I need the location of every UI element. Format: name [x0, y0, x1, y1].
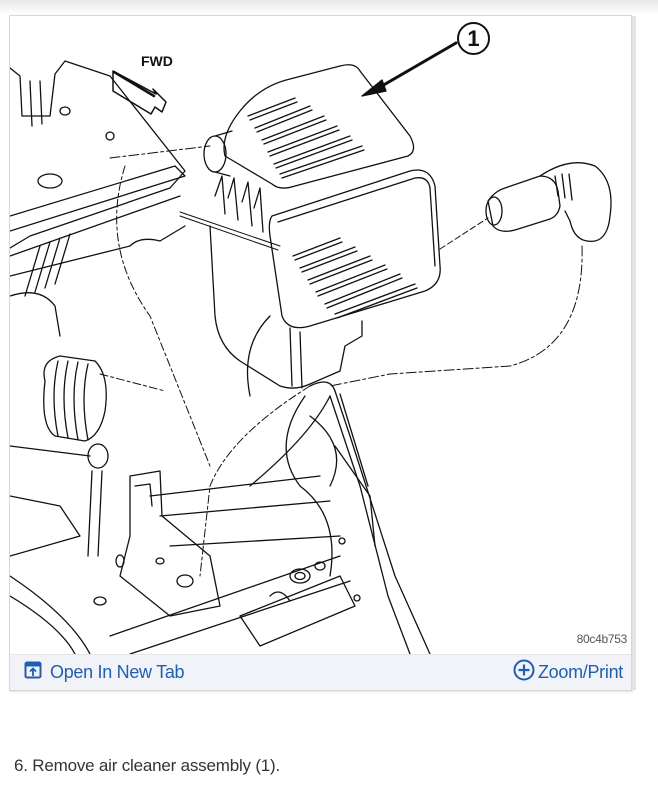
figure-toolbar: Open In New Tab Zoom/Print: [10, 654, 631, 690]
zoom-print-button[interactable]: Zoom/Print: [513, 659, 623, 686]
line-art-illustration: [10, 41, 612, 654]
callout-number: 1: [457, 22, 490, 55]
open-in-new-tab-button[interactable]: Open In New Tab: [24, 661, 185, 684]
air-cleaner-diagram[interactable]: FWD 1 80c4b753: [10, 16, 631, 654]
plus-circle-icon: [513, 659, 535, 686]
open-in-new-tab-label: Open In New Tab: [50, 662, 185, 682]
zoom-print-label: Zoom/Print: [537, 662, 623, 682]
fwd-direction-label: FWD: [141, 53, 173, 69]
figure-code: 80c4b753: [576, 632, 628, 646]
figure-card: FWD 1 80c4b753 Open In New Tab Zoom/Pri: [9, 15, 636, 691]
step-instruction: 6. Remove air cleaner assembly (1).: [14, 756, 281, 775]
top-shadow: [0, 0, 658, 14]
open-new-tab-icon: [24, 661, 42, 684]
